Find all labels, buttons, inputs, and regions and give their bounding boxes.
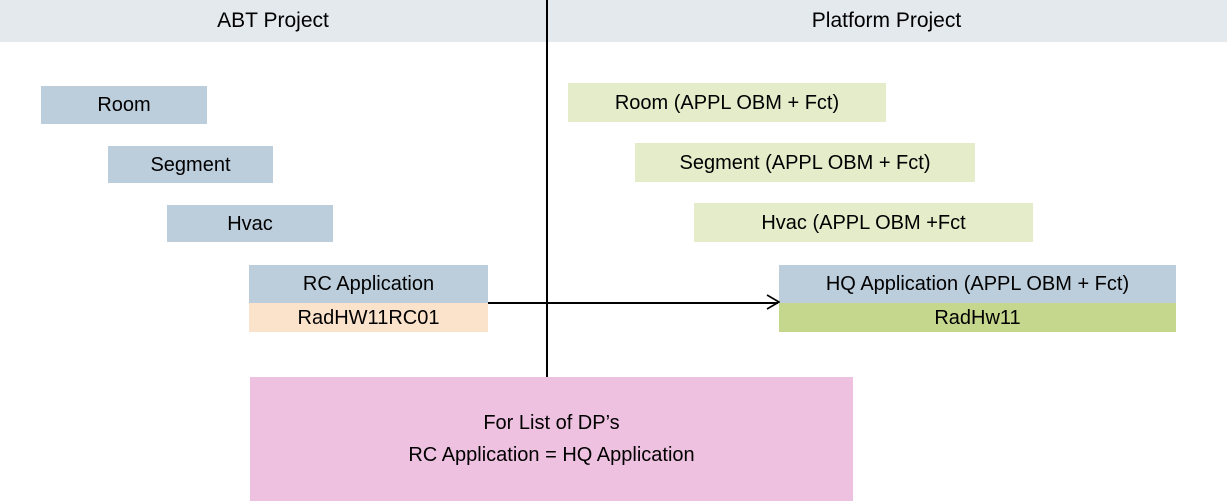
- note-box-dp-list: For List of DP’s RC Application = HQ App…: [250, 377, 853, 501]
- abt-box-hvac[interactable]: Hvac: [167, 205, 333, 242]
- platform-box-room-appl[interactable]: Room (APPL OBM + Fct): [568, 83, 886, 122]
- platform-box-hq-application[interactable]: HQ Application (APPL OBM + Fct): [779, 265, 1176, 303]
- note-line-1: For List of DP’s: [483, 412, 620, 434]
- header-title-platform-project: Platform Project: [811, 9, 962, 32]
- platform-box-radhw11[interactable]: RadHw11: [779, 303, 1176, 332]
- abt-box-rc-application[interactable]: RC Application: [249, 265, 488, 303]
- header-band: [0, 0, 1227, 42]
- column-divider: [546, 0, 548, 378]
- header-title-abt-project: ABT Project: [217, 9, 329, 32]
- abt-box-segment[interactable]: Segment: [108, 146, 273, 183]
- platform-box-segment-appl[interactable]: Segment (APPL OBM + Fct): [635, 143, 975, 182]
- abt-box-radhw11rc01[interactable]: RadHW11RC01: [249, 303, 488, 332]
- mapping-arrow-line: [488, 302, 778, 304]
- platform-box-hvac-appl[interactable]: Hvac (APPL OBM +Fct: [694, 203, 1033, 242]
- abt-box-room[interactable]: Room: [41, 86, 207, 124]
- note-line-2: RC Application = HQ Application: [408, 444, 695, 466]
- mapping-arrow-head-icon: [766, 294, 780, 310]
